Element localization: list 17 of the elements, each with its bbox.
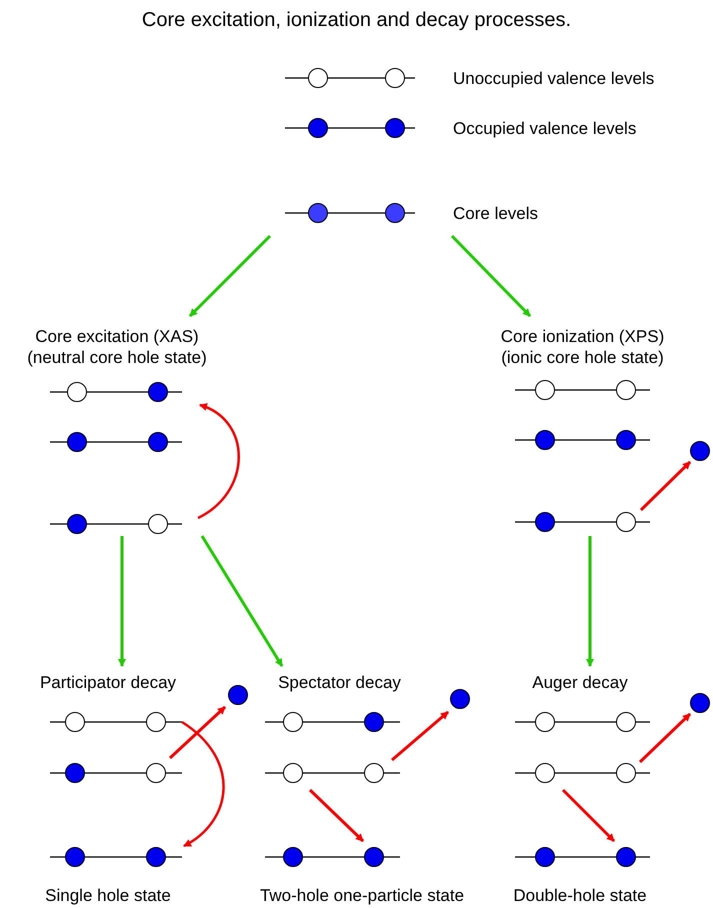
state-title: Participator decay: [38, 672, 178, 693]
state-title: Spectator decay: [277, 672, 402, 693]
state-title: Auger decay: [531, 672, 629, 693]
arrow: [118, 536, 126, 667]
state-title: Core ionization (XPS) (ionic core hole state): [500, 326, 666, 368]
state-caption: Two-hole one-particle state: [258, 885, 466, 906]
state-title: Core excitation (XAS) (neutral core hole state): [26, 326, 208, 368]
state-caption: Single hole state: [44, 885, 172, 906]
arrow: [586, 536, 594, 667]
arrow: [200, 535, 284, 667]
arrow: [450, 234, 532, 318]
legend-label: Core levels: [453, 203, 538, 224]
diagram-title: Core excitation, ionization and decay processes.: [140, 10, 572, 31]
arrow: [188, 234, 272, 318]
legend-label: Unoccupied valence levels: [453, 68, 654, 89]
state-caption: Double-hole state: [512, 885, 648, 906]
legend-label: Occupied valence levels: [453, 118, 636, 139]
